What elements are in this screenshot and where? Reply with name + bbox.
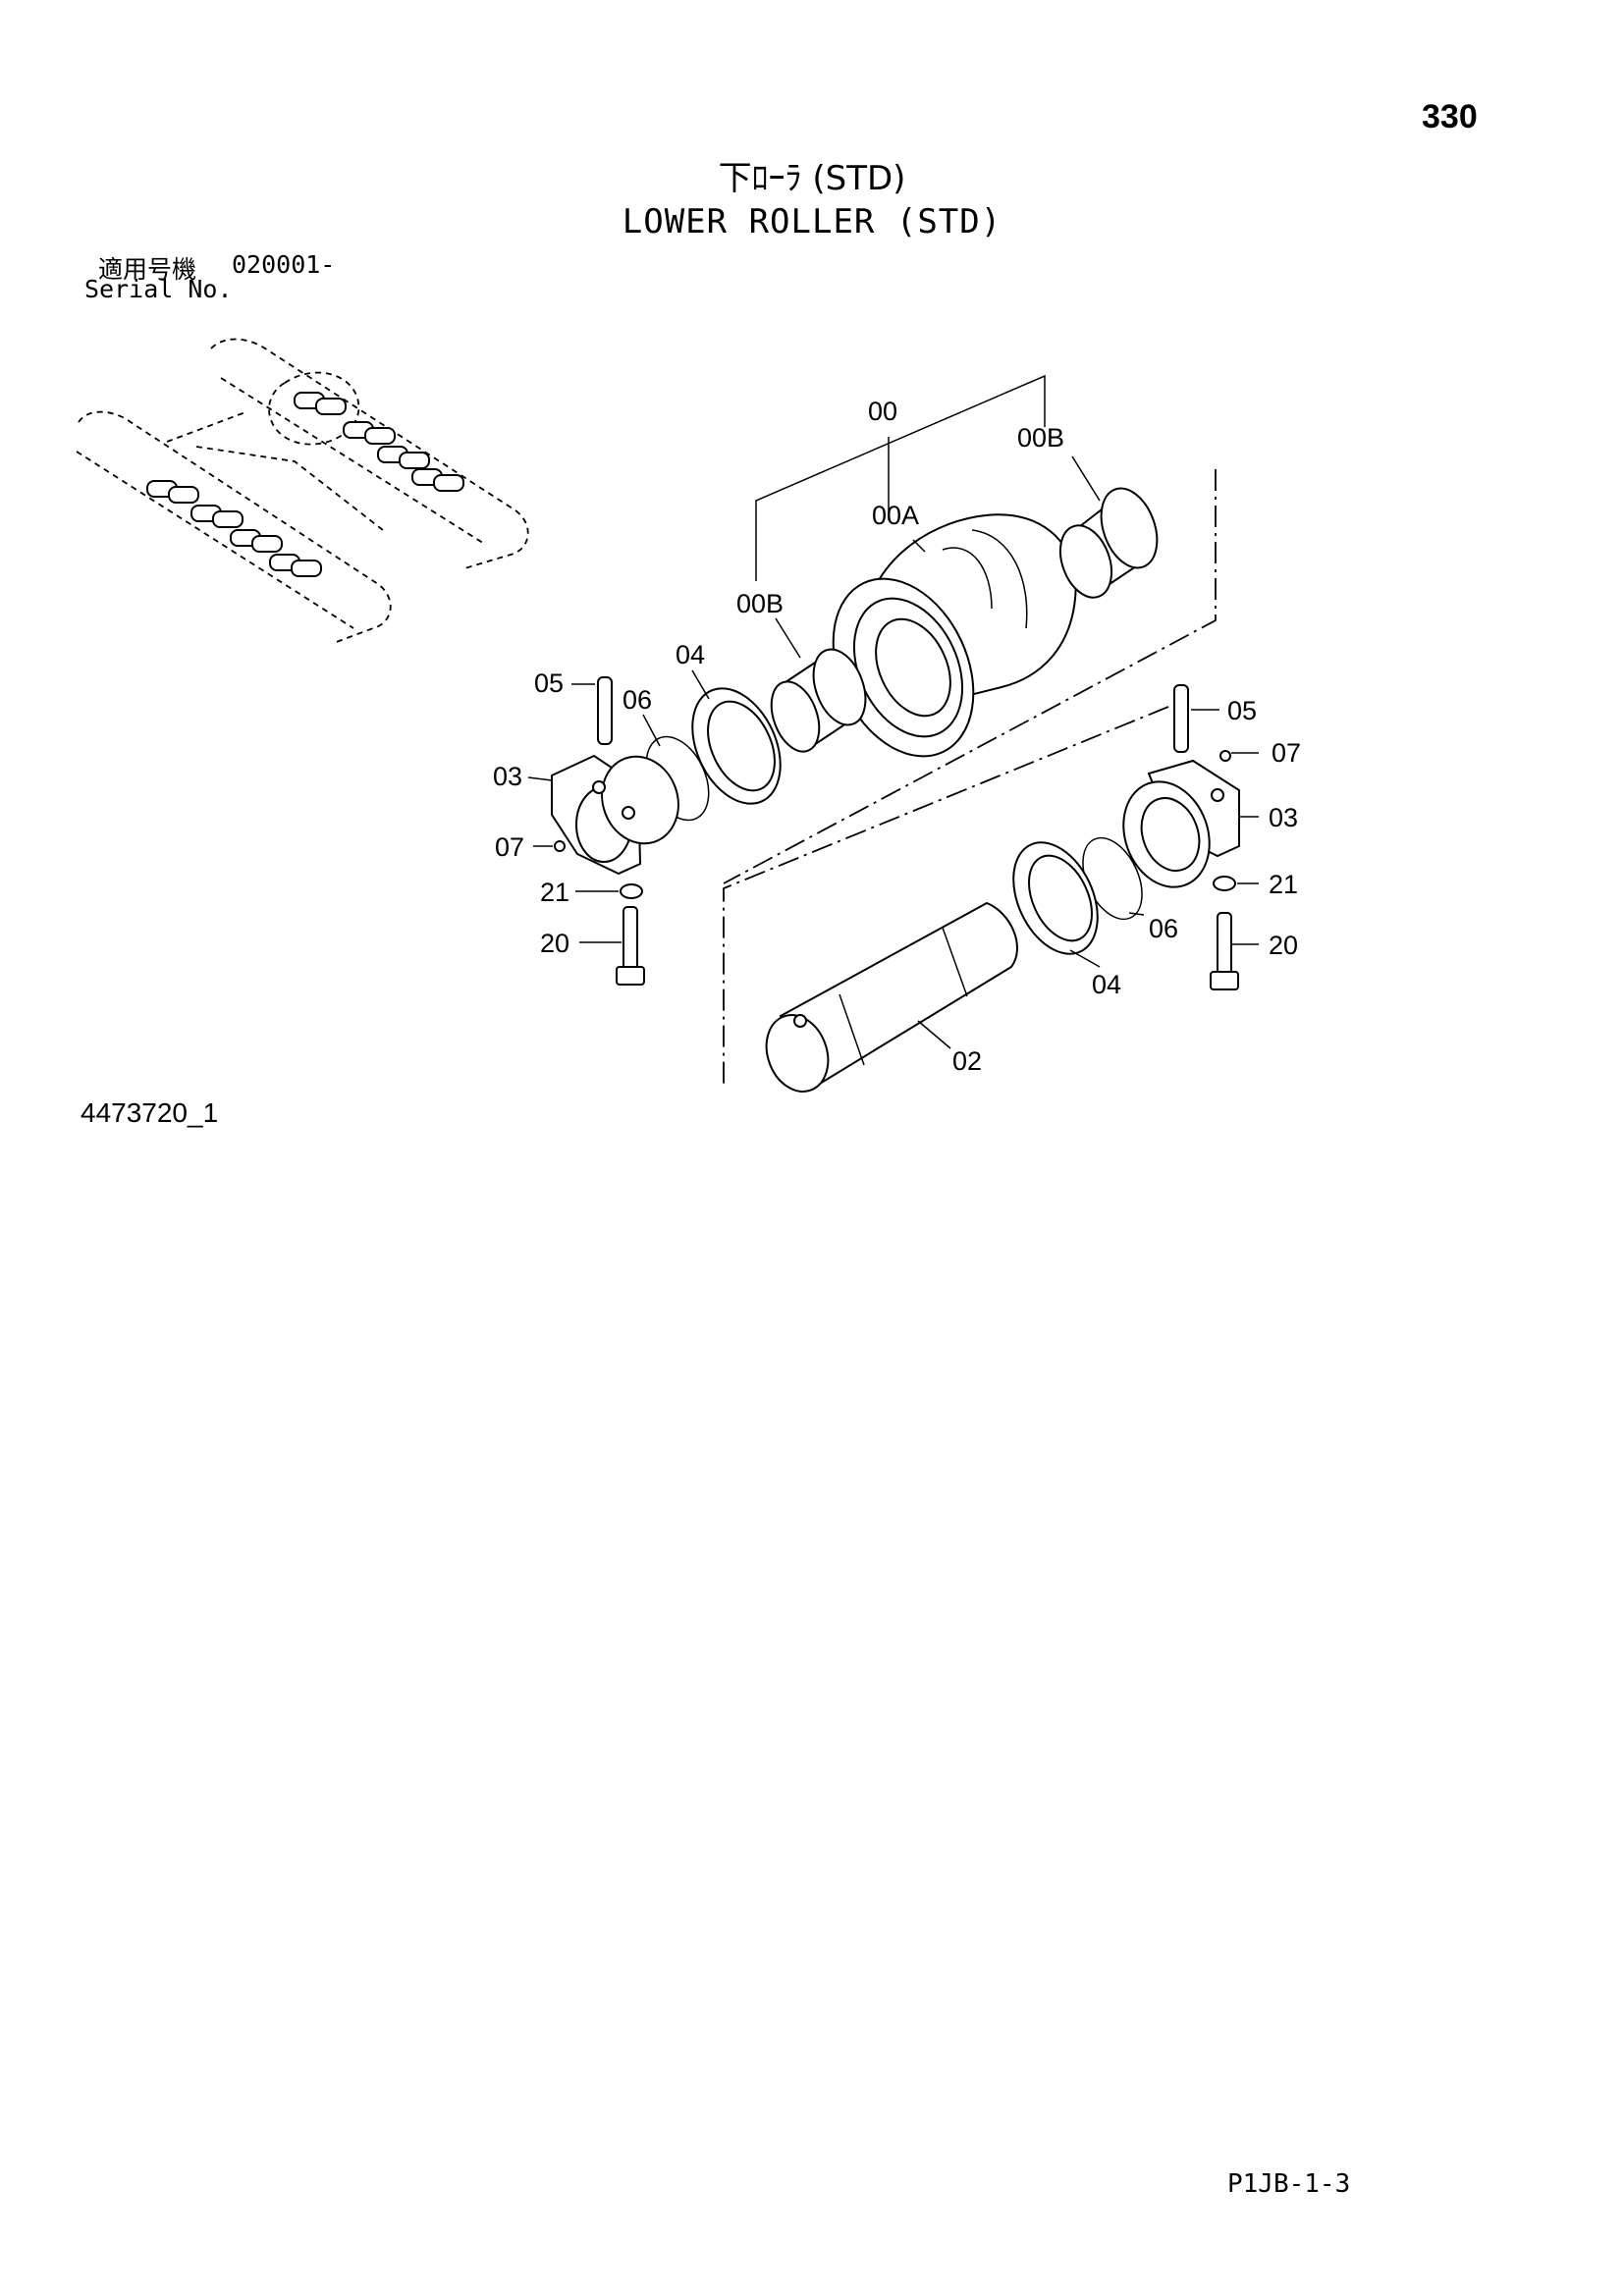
drawing-number: 4473720_1	[81, 1097, 219, 1128]
callout-04-left: 04	[676, 640, 705, 669]
callout-00B-top: 00B	[1017, 423, 1064, 453]
callout-06-left: 06	[623, 685, 652, 715]
callout-02: 02	[952, 1046, 982, 1076]
serial-label-japanese: 適用号機	[98, 255, 197, 284]
roller-shaft	[765, 901, 1018, 1093]
collar-right	[1122, 759, 1240, 888]
assembly-bracket	[755, 374, 1046, 581]
callout-05-left: 05	[534, 668, 564, 698]
floating-seal-left	[691, 687, 782, 805]
callout-04-right: 04	[1092, 970, 1121, 999]
callout-00: 00	[868, 397, 897, 426]
page-title: LOWER ROLLER (STD)	[622, 202, 1002, 241]
callout-06-right: 06	[1149, 914, 1178, 943]
callout-20-right: 20	[1269, 931, 1298, 960]
page-number: 330	[1422, 98, 1478, 135]
callout-00A: 00A	[872, 501, 919, 530]
callout-03-right: 03	[1269, 803, 1298, 832]
callout-21-right: 21	[1269, 870, 1298, 899]
leader-lines	[527, 455, 1259, 1049]
bolt-left	[616, 906, 645, 986]
callout-05-right: 05	[1227, 696, 1257, 725]
callout-07-left: 07	[495, 832, 524, 862]
undercarriage-locator-thumbnail	[76, 338, 529, 644]
roller-body	[832, 513, 1077, 758]
page-title-japanese: 下ﾛｰﾗ (STD)	[718, 159, 906, 198]
assembly-boundary-lower	[723, 706, 1169, 1085]
serial-range: 020001-	[232, 250, 336, 279]
callout-00B-left: 00B	[736, 589, 784, 618]
washer-right	[1213, 876, 1236, 891]
plug-right	[1219, 750, 1231, 762]
plug-left	[554, 840, 566, 852]
pin-right	[1173, 684, 1189, 753]
bolt-right	[1210, 912, 1239, 990]
callout-20-left: 20	[540, 929, 569, 958]
page-code: P1JB-1-3	[1227, 2169, 1351, 2199]
assembly-boundary-upper	[723, 469, 1217, 884]
collar-left	[551, 754, 679, 876]
bushing-left	[770, 648, 867, 753]
washer-left	[620, 883, 643, 899]
callout-03-left: 03	[493, 762, 522, 791]
floating-seal-right	[1012, 841, 1099, 955]
callout-07-right: 07	[1272, 738, 1301, 768]
lower-roller-highlights	[146, 392, 464, 577]
bushing-right	[1058, 487, 1159, 599]
callout-21-left: 21	[540, 878, 569, 907]
pin-left	[597, 676, 613, 745]
serial-label: Serial No.	[84, 275, 233, 303]
